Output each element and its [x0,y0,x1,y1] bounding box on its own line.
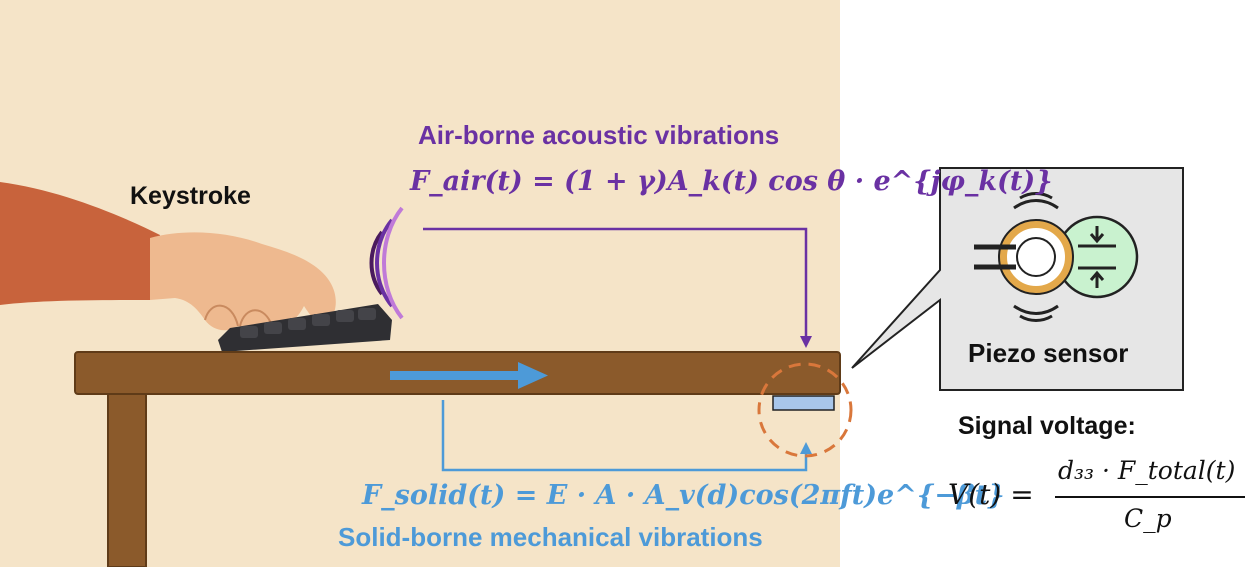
voltage-denominator: C_p [1124,504,1172,533]
voltage-numerator: d₃₃ · F_total(t) [1058,456,1236,485]
sensor-label: Piezo sensor [968,338,1129,368]
air-equation: F_air(t) = (1 + γ)A_k(t) cos θ · e^{jφ_k… [410,166,1053,197]
piezo-icon [974,192,1139,322]
solid-equation: F_solid(t) = E · A · A_v(d)cos(2πft)e^{−… [362,480,1005,511]
signal-voltage-label: Signal voltage: [958,412,1136,440]
solid-title: Solid-borne mechanical vibrations [338,522,763,552]
solid-path-arrow [441,400,808,472]
piezo-sensor [772,395,835,411]
sensor-highlight-circle [757,362,853,458]
keyboard [218,304,392,352]
solid-vibration-arrow [390,362,548,389]
arm-sleeve [0,182,160,305]
voltage-lhs: V(t) = [948,478,1034,511]
keystroke-label: Keystroke [130,182,251,210]
fraction-line [1055,496,1245,498]
air-path-arrow [423,227,808,338]
hand [150,232,336,335]
sound-wave-icon [369,206,404,320]
air-title: Air-borne acoustic vibrations [418,120,780,150]
